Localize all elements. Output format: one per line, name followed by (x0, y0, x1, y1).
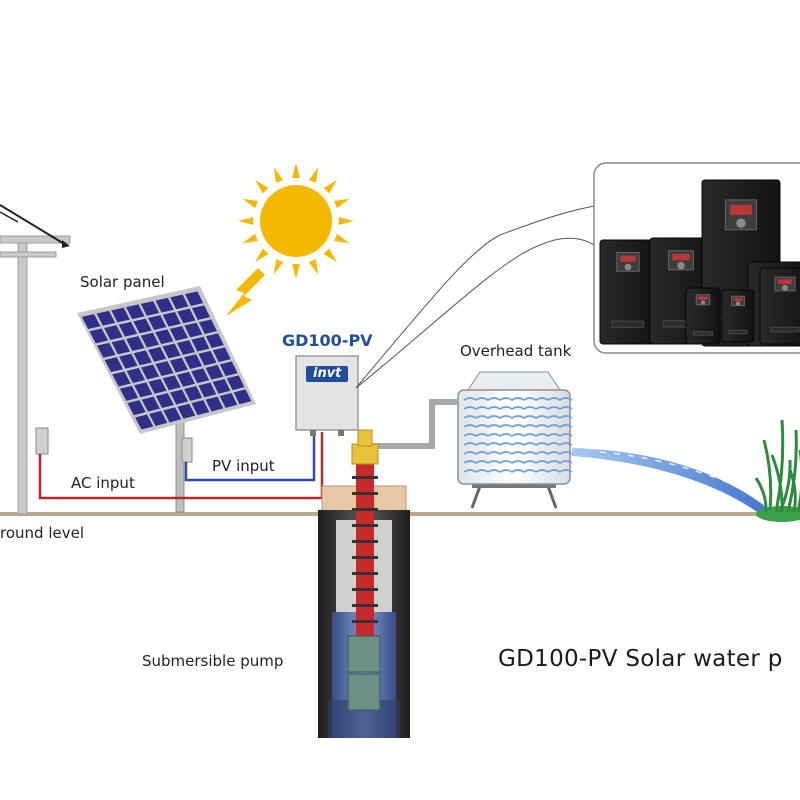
controller-box (295, 355, 359, 436)
sunlight-arrow-icon (226, 268, 265, 316)
riser-pipe (351, 429, 379, 636)
diagram-title: GD100-PV Solar water p (498, 646, 783, 672)
overhead-tank-label: Overhead tank (460, 342, 572, 360)
solar-panel (77, 286, 256, 513)
callout-lines (355, 204, 601, 389)
inverter-product-callout (593, 162, 800, 354)
submersible-pump-label: Submersible pump (142, 652, 284, 670)
irrigation-stream (572, 448, 776, 514)
ground-level-label: round level (0, 524, 84, 542)
delivery-pipe (366, 399, 458, 449)
ac-input-wire (38, 432, 324, 500)
submersible-pump-unit (347, 635, 381, 711)
overhead-tank (457, 371, 573, 509)
plants-icon (754, 419, 800, 522)
pv-input-wire (184, 432, 316, 482)
utility-pole (0, 204, 71, 515)
ac-input-label: AC input (71, 474, 135, 492)
pv-input-label: PV input (212, 457, 275, 475)
brand-logo: invt (313, 366, 342, 381)
controller-model-label: GD100-PV (282, 331, 373, 350)
sun-icon (238, 163, 354, 279)
solar-panel-label: Solar panel (80, 273, 165, 291)
